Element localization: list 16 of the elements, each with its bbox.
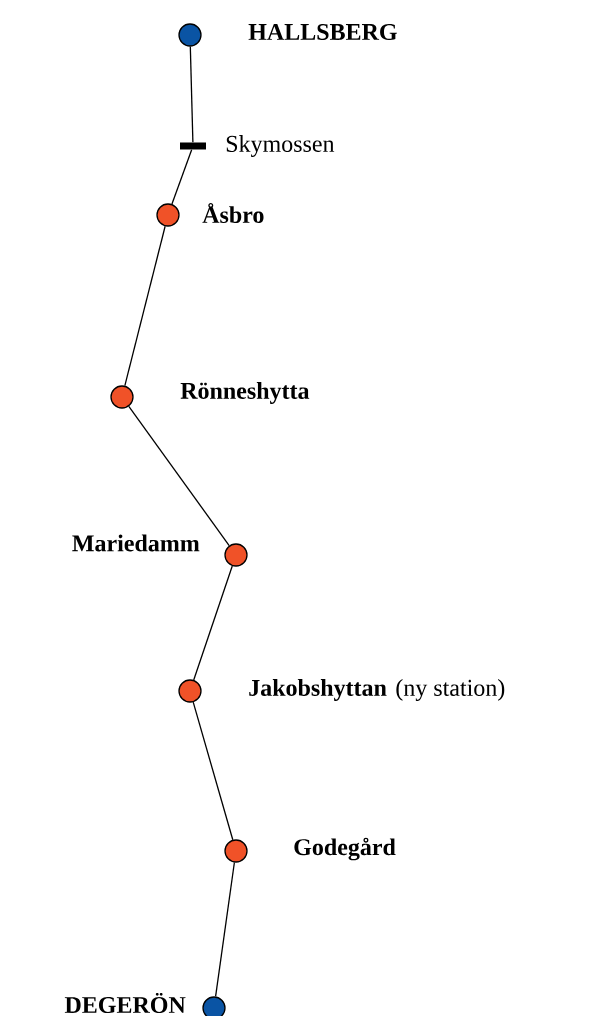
track-line: [189, 46, 194, 143]
track-line: [192, 701, 234, 841]
note-text: (ny station): [396, 679, 505, 701]
track-line: [124, 225, 166, 387]
station-label: Mariedamm: [72, 534, 200, 552]
station-label: DEGERÖN: [64, 992, 186, 1014]
station-label: HALLSBERG: [248, 23, 397, 41]
station-label: Skymossen: [226, 135, 335, 157]
track-line: [193, 565, 233, 681]
track-line: [128, 405, 230, 547]
station-label: Jakobshyttan: [249, 679, 387, 701]
track-line: [171, 149, 193, 205]
station-label: Rönneshytta: [180, 382, 310, 404]
station-label: Åsbro: [202, 202, 264, 224]
track-line: [214, 861, 236, 998]
station-label: Godegård: [294, 837, 396, 861]
